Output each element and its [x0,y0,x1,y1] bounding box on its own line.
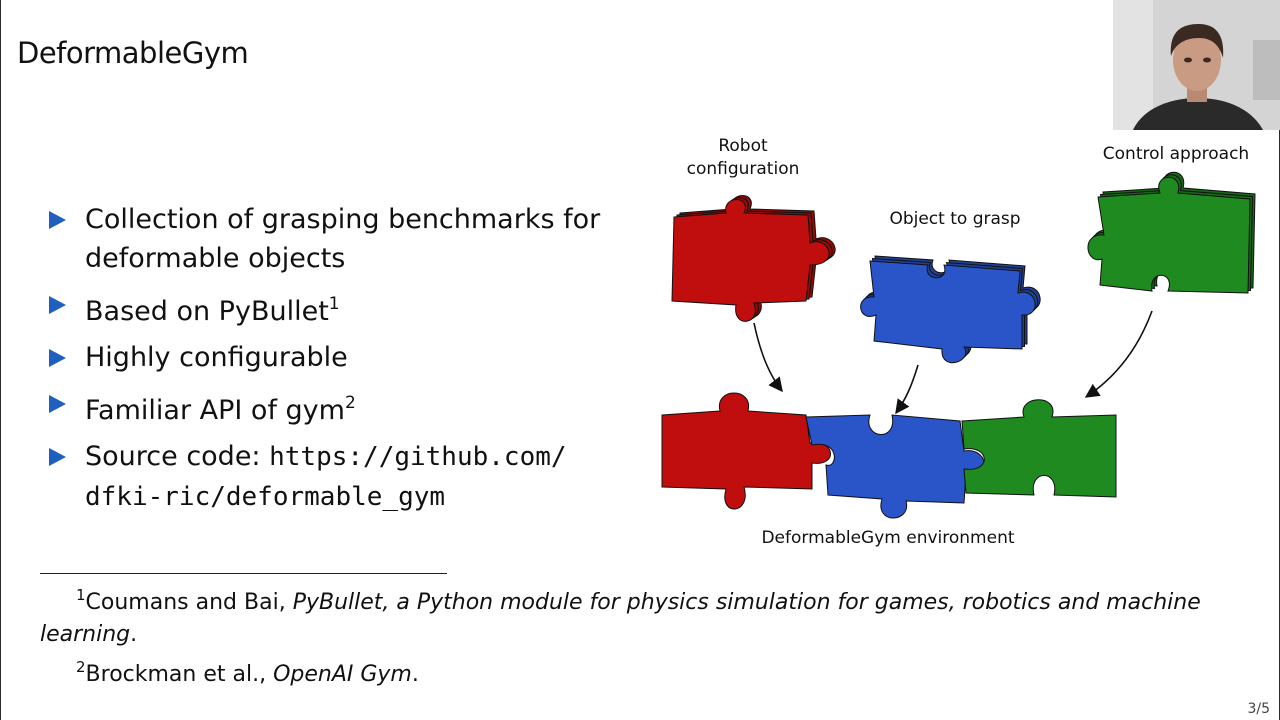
footnote-1-cont: learning. [40,619,1220,651]
page-number: 3/5 [1247,701,1270,717]
assembled-blue-piece [805,414,985,519]
bullet-item-collection: Collection of grasping benchmarks for de… [46,200,606,278]
arrow-control [1084,310,1153,398]
blue-puzzle-piece [860,255,1041,364]
footnote-1: 1Coumans and Bai, PyBullet, a Python mod… [40,579,1220,619]
bullet-item-source-code: Source code: https://github.com/ dfki-ri… [46,437,606,517]
bullet-triangle-icon [49,296,66,314]
bullet-triangle-icon [49,448,66,466]
source-url-line2[interactable]: dfki-ric/deformable_gym [85,482,446,512]
bullet-item-gym-api: Familiar API of gym2 [46,384,606,430]
footnote-title: OpenAI Gym [273,662,412,687]
footnote-ref: 1 [328,294,340,314]
label-robot-line1: Robot [718,136,768,156]
bullet-list: Collection of grasping benchmarks for de… [46,200,606,524]
bullet-text: Based on PyBullet [85,296,329,327]
footnote-author: Coumans and Bai, [85,590,293,615]
presenter-webcam [1113,0,1280,130]
bullet-triangle-icon [49,349,66,367]
footnote-ref: 2 [344,393,356,413]
label-object: Object to grasp [889,209,1020,229]
source-url-line1[interactable]: https://github.com/ [269,442,567,472]
red-puzzle-piece [671,195,836,322]
bullet-text: Familiar API of gym [85,395,345,426]
arrow-robot [753,322,783,393]
slide-left-border [0,0,1,720]
footnote-mark: 2 [76,658,86,676]
footnote-author: Brockman et al., [85,662,274,687]
presenter-video-icon [1113,0,1280,130]
bullet-item-pybullet: Based on PyBullet1 [46,285,606,331]
puzzle-diagram-svg: Robot configuration Object to grasp Cont… [661,136,1256,548]
footnote-2: 2Brockman et al., OpenAI Gym. [40,651,1220,691]
label-robot-line2: configuration [687,159,800,179]
bullet-text: deformable objects [85,243,346,274]
green-puzzle-piece [1087,171,1256,294]
bullet-triangle-icon [49,395,66,413]
bullet-triangle-icon [49,211,66,229]
footnote-end: . [130,622,138,647]
bullet-text: Source code: [85,441,261,472]
footnotes: 1Coumans and Bai, PyBullet, a Python mod… [40,579,1220,691]
arrow-object [895,364,919,415]
bullet-text: Collection of grasping benchmarks for [85,204,601,235]
footnote-end: . [411,662,419,687]
label-environment: DeformableGym environment [761,528,1014,548]
puzzle-diagram: Robot configuration Object to grasp Cont… [640,125,1275,555]
footnote-mark: 1 [76,586,86,604]
bullet-item-configurable: Highly configurable [46,338,606,377]
footnote-title: PyBullet, a Python module for physics si… [292,590,1201,615]
assembled-red-piece [661,392,831,510]
slide-title: DeformableGym [17,36,249,70]
footnote-divider [40,573,447,574]
assembled-green-piece [961,399,1117,498]
footnote-title: learning [40,622,131,647]
bullet-text: Highly configurable [85,342,348,373]
label-control: Control approach [1103,144,1249,164]
